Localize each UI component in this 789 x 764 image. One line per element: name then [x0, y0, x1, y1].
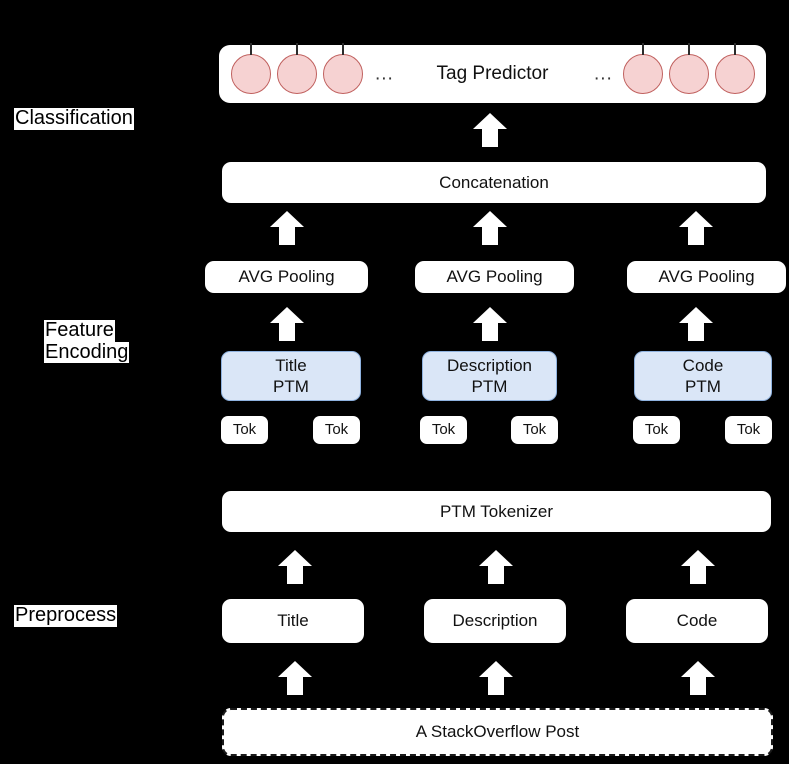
- field-description-box: Description: [424, 599, 566, 643]
- arrow-concatenation-to-tag-predictor: [472, 112, 508, 148]
- arrow-title-to-tokenizer: [277, 549, 313, 585]
- arrow-code-to-tokenizer: [680, 549, 716, 585]
- stage-label-feature-encoding-line2: Encoding: [44, 340, 130, 364]
- title-ptm-box: Title PTM: [221, 351, 361, 401]
- tag-node-stem: [688, 43, 690, 55]
- tag-nodes-left-ellipsis: ...: [375, 63, 394, 85]
- stage-label-preprocess: Preprocess: [14, 604, 118, 627]
- field-code-box: Code: [626, 599, 768, 643]
- ptm-tokenizer-box: PTM Tokenizer: [222, 491, 771, 532]
- arrow-pooling-title-to-concatenation: [269, 210, 305, 246]
- title-ptm-line2: PTM: [273, 377, 309, 396]
- arrow-code-ptm-to-pooling: [678, 306, 714, 342]
- tag-predictor-label: Tag Predictor: [436, 63, 549, 84]
- token-box: Tok: [313, 416, 360, 444]
- arrow-pooling-code-to-concatenation: [678, 210, 714, 246]
- arrow-description-to-tokenizer: [478, 549, 514, 585]
- tag-node[interactable]: [623, 43, 663, 94]
- tag-node-stem: [296, 43, 298, 55]
- tag-node-stem: [734, 43, 736, 55]
- arrow-title-ptm-to-pooling: [269, 306, 305, 342]
- stage-label-feature-encoding-line1: Feature: [44, 319, 115, 342]
- arrow-pooling-description-to-concatenation: [472, 210, 508, 246]
- tag-node[interactable]: [715, 43, 755, 94]
- field-title-box: Title: [222, 599, 364, 643]
- stage-label-feature-encoding: Feature Encoding: [44, 319, 130, 364]
- arrow-description-ptm-to-pooling: [472, 306, 508, 342]
- token-box: Tok: [221, 416, 268, 444]
- tag-node-stem: [250, 43, 252, 55]
- tag-node[interactable]: [277, 43, 317, 94]
- description-ptm-line2: PTM: [471, 377, 508, 396]
- tag-nodes-right-ellipsis: ...: [594, 63, 613, 85]
- avg-pooling-code-box: AVG Pooling: [627, 261, 786, 293]
- code-ptm-line1: Code: [682, 355, 724, 375]
- tag-predictor-panel: ... Tag Predictor ...: [219, 43, 766, 103]
- tag-node[interactable]: [231, 43, 271, 94]
- tag-node-stem: [342, 43, 344, 55]
- avg-pooling-description-box: AVG Pooling: [415, 261, 574, 293]
- arrow-post-to-description: [478, 660, 514, 696]
- stage-label-preprocess-text: Preprocess: [14, 604, 118, 627]
- arrow-post-to-code: [680, 660, 716, 696]
- avg-pooling-title-box: AVG Pooling: [205, 261, 368, 293]
- token-box: Tok: [633, 416, 680, 444]
- description-ptm-line1: Description: [446, 355, 533, 375]
- description-ptm-box: Description PTM: [422, 351, 557, 401]
- arrow-post-to-title: [277, 660, 313, 696]
- stage-label-classification-text: Classification: [14, 107, 134, 130]
- stage-label-classification: Classification: [14, 107, 134, 130]
- token-box: Tok: [420, 416, 467, 444]
- code-ptm-box: Code PTM: [634, 351, 772, 401]
- tag-node[interactable]: [323, 43, 363, 94]
- tag-node[interactable]: [669, 43, 709, 94]
- title-ptm-line1: Title: [275, 355, 307, 375]
- token-box: Tok: [725, 416, 772, 444]
- code-ptm-line2: PTM: [685, 377, 721, 396]
- tag-node-stem: [642, 43, 644, 55]
- token-box: Tok: [511, 416, 558, 444]
- stackoverflow-post-input-box: A StackOverflow Post: [222, 708, 773, 756]
- concatenation-box: Concatenation: [222, 162, 766, 203]
